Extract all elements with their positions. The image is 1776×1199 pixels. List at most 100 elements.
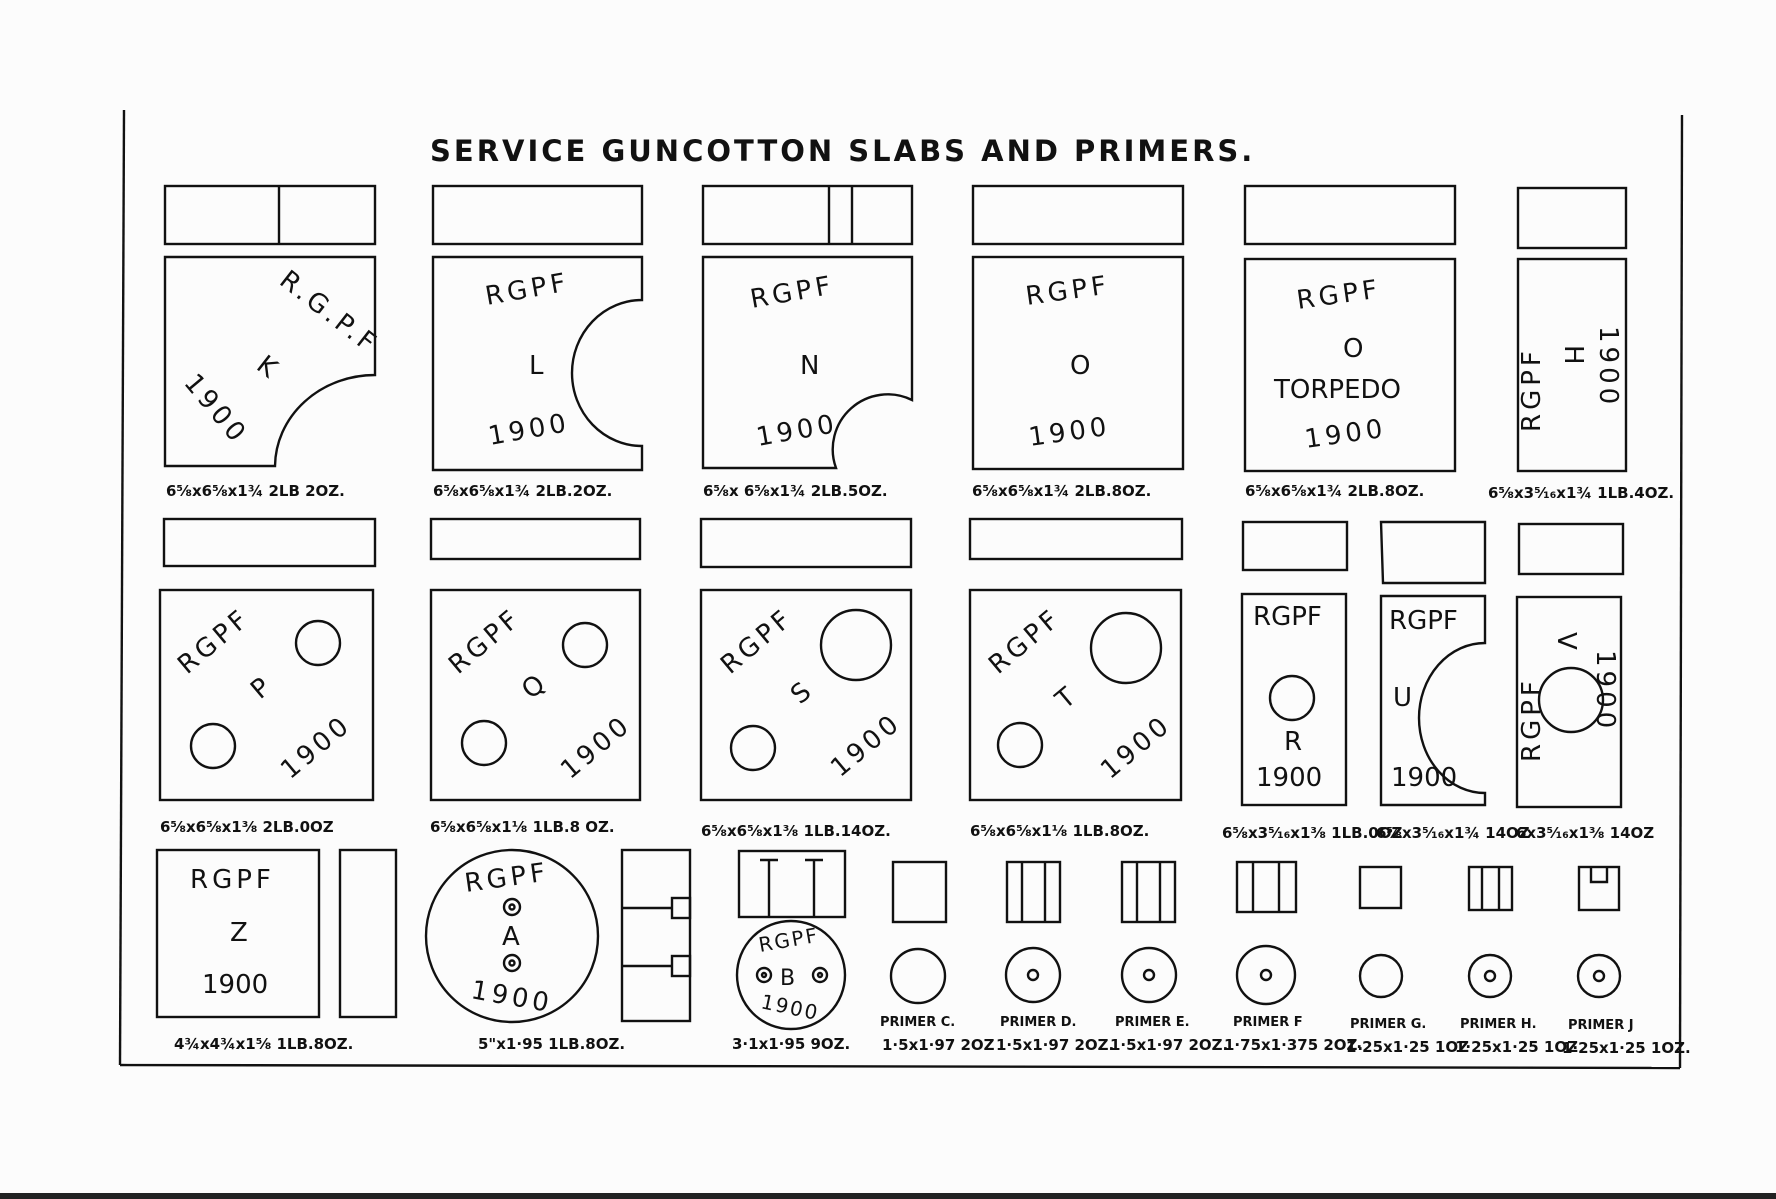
slab-u-year: 1900 — [1391, 763, 1457, 793]
slab-o-side-view — [971, 184, 1185, 246]
primer-b-letter: B — [780, 966, 795, 991]
primer-j-plan-view — [1576, 953, 1622, 999]
slab-n-side-view — [701, 184, 914, 246]
primer-a-mark: RGPF — [463, 857, 551, 899]
primer-e-label: PRIMER E. — [1115, 1015, 1190, 1030]
primer-c-side-view — [891, 860, 948, 924]
primer-f-dims: 1·75x1·375 2OZ. — [1224, 1036, 1363, 1054]
slab-q-hole — [460, 719, 508, 767]
primer-d-label: PRIMER D. — [1000, 1015, 1076, 1030]
primer-j-dims: 1·25x1·25 1OZ. — [1562, 1039, 1691, 1057]
primer-b-hole — [811, 966, 829, 984]
slab-v-year: 1900 — [1590, 650, 1620, 732]
slab-s-dims: 6⅝x6⅝x1⅜ 1LB.14OZ. — [701, 822, 891, 840]
slab-z: RGPF Z 1900 4¾x4¾x1⅝ 1LB.8OZ. — [155, 848, 398, 1053]
primer-c-dims: 1·5x1·97 2OZ — [882, 1036, 995, 1054]
slab-t-side-view — [968, 517, 1184, 561]
slab-k-mark: R.G.P.F — [274, 265, 384, 360]
slab-z-plan-view — [155, 848, 321, 1019]
slab-s-hole-large — [819, 608, 893, 682]
slab-n-plan-view — [701, 255, 914, 470]
primer-b-hole — [755, 966, 773, 984]
diagram-border — [118, 109, 1684, 1070]
slab-v-letter: V — [1551, 632, 1581, 650]
bottom-strip — [0, 1193, 1776, 1199]
slab-o-dims: 6⅝x6⅝x1¾ 2LB.8OZ. — [972, 482, 1151, 500]
primer-f-plan-view — [1235, 944, 1297, 1006]
slab-o-plan-view — [971, 255, 1185, 471]
primer-d-side-view — [1005, 860, 1062, 924]
slab-o-mark: RGPF — [1024, 270, 1112, 312]
slab-u-mark: RGPF — [1389, 606, 1458, 636]
primer-e: PRIMER E. 1·5x1·97 2OZ. — [1110, 860, 1228, 1054]
primer-b-side-view — [737, 849, 847, 919]
slab-h: RGPF H 1900 6⅝x3⁵⁄₁₆x1¾ 1LB.4OZ. — [1488, 186, 1674, 502]
slab-h-mark: RGPF — [1517, 347, 1547, 432]
primer-a-dims-label: 5"x1·95 1LB.8OZ. — [478, 1035, 625, 1053]
slab-o-torpedo-mark: RGPF — [1295, 274, 1383, 316]
primer-j: PRIMER J 1·25x1·25 1OZ. — [1562, 865, 1691, 1057]
slab-s-year: 1900 — [825, 708, 907, 784]
slab-q-side-view — [429, 517, 642, 561]
slab-p-letter: P — [245, 672, 276, 705]
primer-g-plan-view — [1358, 953, 1404, 999]
slab-k-side-view — [163, 184, 377, 246]
diagram-title: SERVICE GUNCOTTON SLABS AND PRIMERS. — [430, 134, 1255, 168]
primer-g-label: PRIMER G. — [1350, 1017, 1426, 1032]
slab-v-side-view — [1517, 522, 1625, 576]
slab-s-side-view — [699, 517, 913, 569]
slab-z-dims: 4¾x4¾x1⅝ 1LB.8OZ. — [174, 1035, 353, 1053]
slab-p-hole — [294, 619, 342, 667]
primer-b-plan-view — [735, 919, 847, 1031]
slab-t: RGPF T 1900 6⅝x6⅝x1⅛ 1LB.8OZ. — [968, 517, 1184, 840]
slab-n: RGPF N 1900 6⅝x 6⅝x1¾ 2LB.5OZ. — [701, 184, 914, 500]
slab-l-side-view — [431, 184, 644, 246]
slab-r-side-view — [1241, 520, 1349, 572]
slab-o-torpedo-letter: O — [1343, 334, 1363, 364]
slab-o: RGPF O 1900 6⅝x6⅝x1¾ 2LB.8OZ. — [971, 184, 1185, 500]
slab-p-side-view — [162, 517, 377, 568]
primer-a-year: 1900 — [469, 975, 555, 1019]
slab-u-dims: 6⅝x3⁵⁄₁₆x1¾ 14OZ — [1376, 824, 1530, 842]
slab-t-hole — [996, 721, 1044, 769]
primer-a-hole — [502, 897, 522, 917]
primer-h-label: PRIMER H. — [1460, 1017, 1537, 1032]
slab-p: RGPF P 1900 6⅝x6⅝x1⅜ 2LB.0OZ — [158, 517, 377, 836]
slab-s-letter: S — [785, 677, 817, 711]
slab-v-mark: RGPF — [1517, 677, 1547, 762]
primer-a-plan-view — [424, 848, 600, 1024]
primer-j-side-view — [1577, 865, 1621, 912]
primer-b: RGPF B 1900 3·1x1·95 9OZ. — [732, 849, 850, 1053]
slab-k-letter: K — [251, 350, 286, 387]
slab-h-year: 1900 — [1593, 326, 1623, 408]
primer-h-side-view — [1467, 865, 1514, 912]
slab-h-side-view — [1516, 186, 1628, 250]
primer-j-label: PRIMER J — [1568, 1018, 1634, 1033]
slab-o-torpedo-side-view — [1243, 184, 1457, 246]
slab-h-letter: H — [1558, 345, 1588, 365]
primer-a-side-view — [620, 848, 692, 1023]
slab-r-year: 1900 — [1256, 763, 1322, 793]
slab-s-mark: RGPF — [715, 603, 799, 681]
slab-v: RGPF V 1900 6x3⁵⁄₁₆x1⅜ 14OZ — [1515, 522, 1654, 842]
slab-r-dims: 6⅝x3⁵⁄₁₆x1⅜ 1LB.0OZ — [1222, 824, 1402, 842]
primer-f: PRIMER F 1·75x1·375 2OZ. — [1224, 860, 1363, 1054]
primer-f-label: PRIMER F — [1233, 1015, 1303, 1030]
slab-u-plan-view — [1379, 594, 1487, 807]
slab-n-mark: RGPF — [748, 271, 837, 315]
primer-h: PRIMER H. 1·25x1·25 1OZ — [1455, 865, 1578, 1056]
primer-e-dims: 1·5x1·97 2OZ. — [1110, 1036, 1228, 1054]
primer-g-dims: 1·25x1·25 1OZ — [1346, 1038, 1469, 1056]
slab-r-hole — [1268, 674, 1316, 722]
slab-p-mark: RGPF — [172, 603, 256, 681]
slab-k-dims: 6⅝x6⅝x1¾ 2LB 2OZ. — [166, 482, 345, 500]
primer-a-letter: A — [502, 922, 520, 952]
primer-c-plan-view — [889, 947, 947, 1005]
primer-e-plan-view — [1120, 946, 1178, 1004]
slab-p-dims: 6⅝x6⅝x1⅜ 2LB.0OZ — [160, 818, 334, 836]
slab-l-plan-view — [431, 255, 644, 472]
slab-r-mark: RGPF — [1253, 602, 1322, 632]
primer-h-dims: 1·25x1·25 1OZ — [1455, 1038, 1578, 1056]
slab-q-plan-view — [429, 588, 642, 802]
